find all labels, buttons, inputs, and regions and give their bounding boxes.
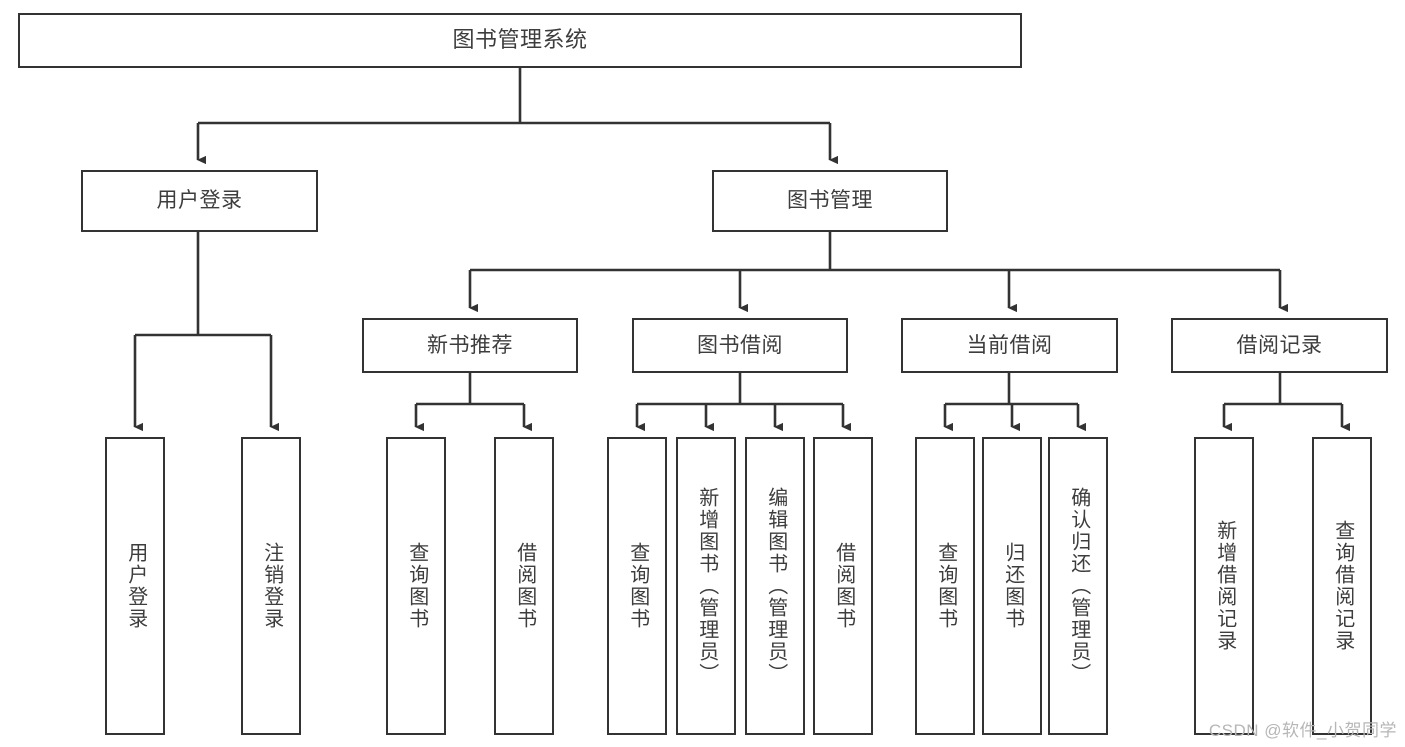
node-leaf-query-book-1[interactable]: 查询图书: [386, 437, 446, 735]
node-new-book-recommend[interactable]: 新书推荐: [362, 318, 578, 373]
node-root[interactable]: 图书管理系统: [18, 13, 1022, 68]
node-leaf-query-book-3-label: 查询图书: [934, 542, 957, 630]
node-leaf-return-book[interactable]: 归还图书: [982, 437, 1042, 735]
node-user-login[interactable]: 用户登录: [81, 170, 318, 232]
node-leaf-query-record[interactable]: 查询借阅记录: [1312, 437, 1372, 735]
node-leaf-query-book-3[interactable]: 查询图书: [915, 437, 975, 735]
node-book-management-label: 图书管理: [787, 189, 873, 213]
node-leaf-query-record-label: 查询借阅记录: [1331, 520, 1354, 652]
node-leaf-query-book-2[interactable]: 查询图书: [607, 437, 667, 735]
node-leaf-borrow-book-2-label: 借阅图书: [832, 542, 855, 630]
node-leaf-confirm-return-label: 确认归还（管理员）: [1067, 487, 1090, 685]
node-current-borrow[interactable]: 当前借阅: [901, 318, 1118, 373]
node-leaf-edit-book[interactable]: 编辑图书（管理员）: [745, 437, 805, 735]
node-borrow-record[interactable]: 借阅记录: [1171, 318, 1388, 373]
node-leaf-borrow-book-1-label: 借阅图书: [513, 542, 536, 630]
node-leaf-user-login[interactable]: 用户登录: [105, 437, 165, 735]
node-leaf-borrow-book-2[interactable]: 借阅图书: [813, 437, 873, 735]
node-root-label: 图书管理系统: [452, 27, 588, 53]
node-leaf-add-book-label: 新增图书（管理员）: [695, 487, 718, 685]
node-leaf-add-record-label: 新增借阅记录: [1213, 520, 1236, 652]
node-new-book-recommend-label: 新书推荐: [427, 333, 513, 357]
node-leaf-query-book-1-label: 查询图书: [405, 542, 428, 630]
node-leaf-logout-login-label: 注销登录: [260, 542, 283, 630]
node-book-management[interactable]: 图书管理: [712, 170, 948, 232]
node-leaf-return-book-label: 归还图书: [1001, 542, 1024, 630]
node-leaf-borrow-book-1[interactable]: 借阅图书: [494, 437, 554, 735]
node-leaf-add-book[interactable]: 新增图书（管理员）: [676, 437, 736, 735]
node-leaf-query-book-2-label: 查询图书: [626, 542, 649, 630]
node-book-borrow-label: 图书借阅: [697, 333, 783, 357]
node-current-borrow-label: 当前借阅: [966, 333, 1053, 357]
node-leaf-edit-book-label: 编辑图书（管理员）: [764, 487, 787, 685]
node-leaf-confirm-return[interactable]: 确认归还（管理员）: [1048, 437, 1108, 735]
node-leaf-logout-login[interactable]: 注销登录: [241, 437, 301, 735]
node-borrow-record-label: 借阅记录: [1236, 333, 1323, 357]
node-leaf-user-login-label: 用户登录: [124, 542, 147, 630]
node-user-login-label: 用户登录: [156, 189, 243, 213]
node-leaf-add-record[interactable]: 新增借阅记录: [1194, 437, 1254, 735]
node-book-borrow[interactable]: 图书借阅: [632, 318, 848, 373]
